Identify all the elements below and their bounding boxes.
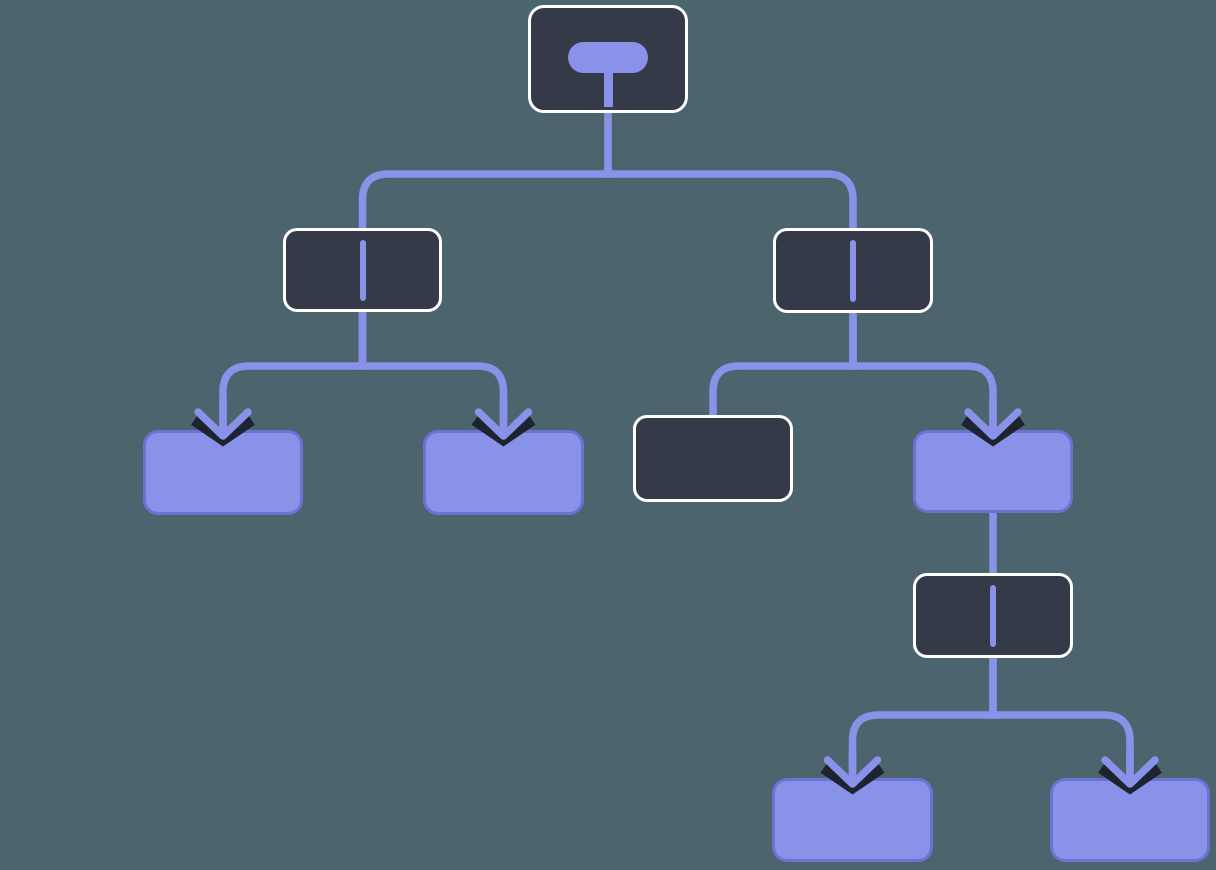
edge-branch-bottom-to-leaf-4 xyxy=(848,658,997,778)
branch-node-bottom[interactable] xyxy=(913,573,1073,658)
edge-branch-left-to-leaf-1 xyxy=(219,312,367,430)
leaf-node-4[interactable] xyxy=(772,778,933,862)
vertical-bar-icon xyxy=(990,584,996,647)
root-node[interactable] xyxy=(528,5,688,113)
vertical-bar-icon xyxy=(850,239,856,302)
leaf-node-5[interactable] xyxy=(1050,778,1210,862)
tree-root-pill-icon xyxy=(568,42,648,73)
edge-root-to-branch-right xyxy=(604,113,857,229)
edge-branch-right-to-leaf-3 xyxy=(849,313,997,430)
leaf-node-3[interactable] xyxy=(913,430,1073,513)
vertical-bar-icon xyxy=(359,239,366,301)
edge-root-to-branch-left xyxy=(358,113,612,229)
edge-branch-bottom-to-leaf-5 xyxy=(989,658,1134,778)
branch-node-left[interactable] xyxy=(283,228,442,312)
edge-branch-left-to-leaf-2 xyxy=(358,312,508,430)
dark-node-mid[interactable] xyxy=(633,415,793,502)
leaf-node-2[interactable] xyxy=(423,430,584,515)
leaf-node-1[interactable] xyxy=(143,430,303,515)
edge-branch-right-to-node-dark-mid xyxy=(709,313,857,416)
branch-node-right[interactable] xyxy=(773,228,933,313)
tree-root-stem-icon xyxy=(603,70,613,107)
